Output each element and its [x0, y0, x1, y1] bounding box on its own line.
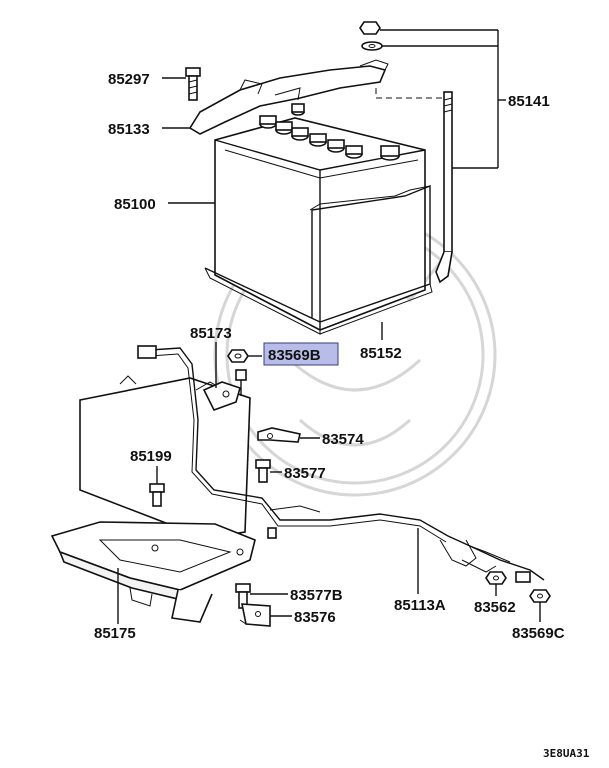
wire-harness-85113a[interactable] — [137, 345, 545, 581]
callout-83562[interactable]: 83562 — [474, 599, 516, 616]
battery-85100[interactable] — [214, 103, 426, 331]
battery-cover-85152[interactable] — [204, 184, 433, 335]
harness-terminal-connector — [137, 345, 157, 359]
nut-83569b[interactable] — [227, 349, 249, 363]
bracket-85173[interactable] — [202, 381, 241, 411]
callout-85113a[interactable]: 85113A — [394, 597, 446, 614]
bolt-85297[interactable] — [185, 67, 201, 101]
callout-85175[interactable]: 85175 — [94, 625, 136, 642]
callout-83577b[interactable]: 83577B — [290, 587, 343, 604]
harness-plug — [267, 527, 277, 539]
battery-cell-caps — [259, 103, 400, 161]
callout-83577[interactable]: 83577 — [284, 465, 326, 482]
callout-85141[interactable]: 85141 — [508, 93, 550, 110]
callout-85100[interactable]: 85100 — [114, 196, 156, 213]
leader-lines — [117, 29, 541, 624]
callout-85152[interactable]: 85152 — [360, 345, 402, 362]
bolt-83577[interactable] — [255, 459, 271, 483]
battery-hold-down-clamp[interactable] — [188, 59, 389, 135]
washer-85141[interactable] — [361, 41, 383, 51]
callout-83576[interactable]: 83576 — [294, 609, 336, 626]
harness-end-terminal — [515, 571, 531, 583]
battery-box-plate[interactable] — [79, 375, 251, 539]
callout-83574[interactable]: 83574 — [322, 431, 364, 448]
clamp-83574[interactable] — [257, 427, 301, 443]
terminal-stud — [235, 369, 247, 396]
callout-83569c[interactable]: 83569C — [512, 625, 565, 642]
nut-83569c[interactable] — [529, 589, 551, 603]
bracket-83576[interactable] — [239, 603, 271, 627]
nut-85141[interactable] — [359, 21, 381, 35]
callout-85173[interactable]: 85173 — [190, 325, 232, 342]
nut-83562[interactable] — [485, 571, 507, 585]
battery-tray-85175[interactable] — [50, 521, 256, 623]
callout-85297[interactable]: 85297 — [108, 71, 150, 88]
callout-83569b[interactable]: 83569B — [268, 347, 321, 364]
diagram-code: 3E8UA31 — [543, 747, 590, 760]
highlight-box — [263, 342, 339, 366]
callout-85199[interactable]: 85199 — [130, 448, 172, 465]
callout-85133[interactable]: 85133 — [108, 121, 150, 138]
callout-labels: 85297 85133 85100 85141 85173 83569B 851… — [94, 71, 590, 760]
hold-down-rod-85141[interactable] — [435, 91, 453, 284]
